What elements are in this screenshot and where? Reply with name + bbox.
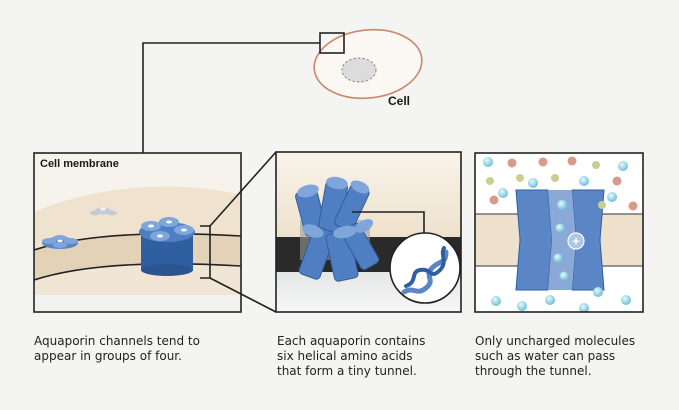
caption-line: through the tunnel. (475, 364, 592, 378)
aquaporin-cluster-icon (90, 207, 117, 216)
cell-nucleus (341, 57, 377, 83)
panel-title-membrane: Cell membrane (40, 158, 119, 170)
ion-icon (567, 232, 585, 250)
channel-panel-art: + (475, 153, 643, 312)
caption-membrane: Aquaporin channels tend to appear in gro… (34, 334, 200, 364)
channel-panel-frame (474, 152, 644, 313)
aquaporin-panel-art (276, 152, 461, 312)
water-channel: + (515, 189, 605, 291)
helix-icon (401, 246, 449, 295)
aquaporin-cluster-icon (42, 235, 78, 249)
aquaporin-helix-bundle (295, 176, 380, 282)
caption-line: Only uncharged molecules (475, 334, 636, 348)
helix-magnifier (389, 232, 461, 304)
caption-line: Aquaporin channels tend to (34, 334, 200, 348)
membrane-panel-art (34, 153, 241, 312)
membrane-panel-frame (33, 152, 242, 313)
cell-label: Cell (388, 94, 411, 108)
ion-molecules (486, 156, 638, 211)
cell-diagram (313, 28, 423, 100)
caption-line: Each aquaporin contains (277, 334, 426, 348)
water-molecule-icon (483, 157, 631, 312)
svg-text:+: + (572, 234, 580, 249)
aquaporin-panel-frame (275, 151, 462, 313)
cell-connector-line (142, 42, 320, 153)
caption-aquaporin: Each aquaporin contains six helical amin… (277, 334, 425, 379)
aquaporin-cluster-icon (139, 217, 195, 276)
caption-line: appear in groups of four. (34, 349, 182, 363)
caption-line: that form a tiny tunnel. (277, 364, 417, 378)
caption-line: such as water can pass (475, 349, 616, 363)
caption-line: six helical amino acids (277, 349, 413, 363)
caption-channel: Only uncharged molecules such as water c… (475, 334, 635, 379)
